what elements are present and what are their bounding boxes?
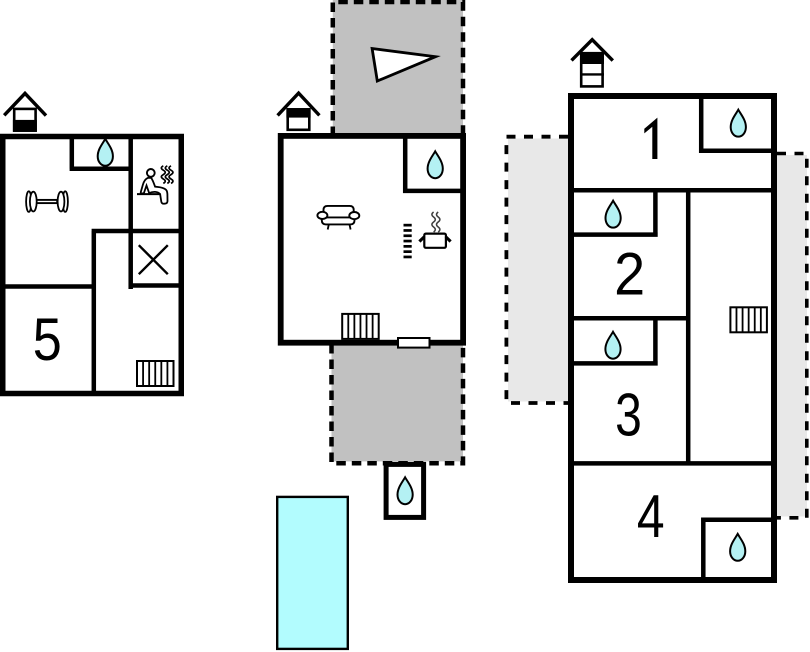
svg-text:2: 2 [614, 242, 645, 308]
svg-text:3: 3 [615, 381, 642, 448]
svg-text:5: 5 [33, 306, 62, 373]
svg-text:4: 4 [637, 483, 665, 550]
